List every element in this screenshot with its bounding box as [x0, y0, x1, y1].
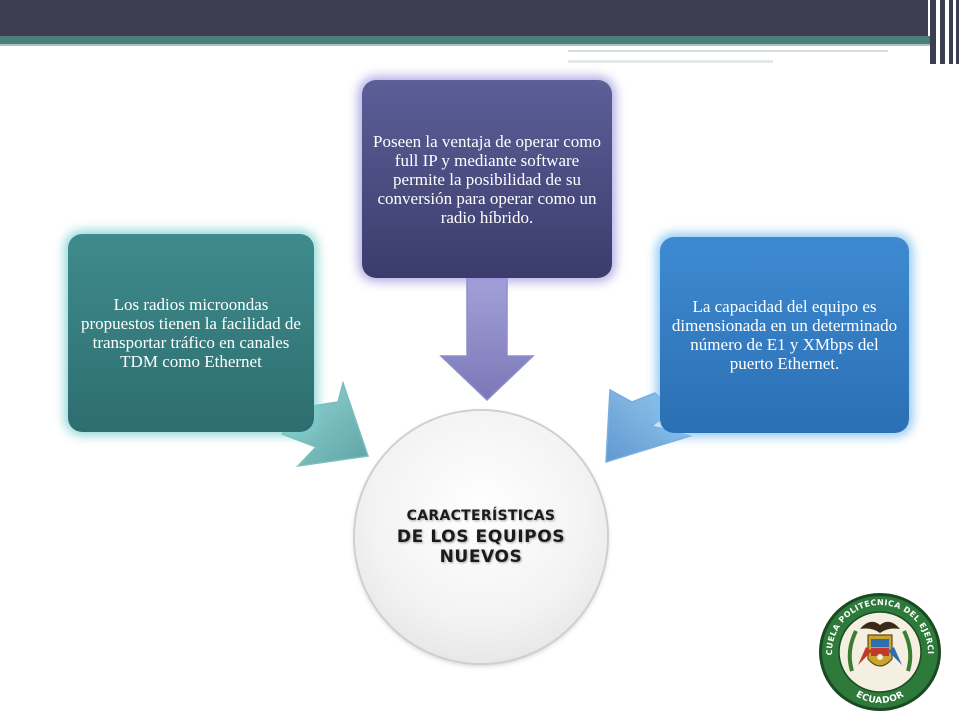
decorative-rule: [568, 50, 888, 52]
top-feature-text: Poseen la ventaja de operar como full IP…: [373, 131, 601, 227]
center-title-line3: NUEVOS: [439, 546, 523, 567]
top-feature-box: Poseen la ventaja de operar como full IP…: [362, 80, 612, 278]
institution-seal-icon: ESCUELA POLITECNICA DEL EJERCITO ECUADOR: [816, 591, 941, 711]
left-feature-text: Los radios microondas propuestos tienen …: [81, 295, 301, 371]
decorative-rule-short: [568, 60, 773, 63]
center-title-line1: CARACTERÍSTICAS: [406, 507, 556, 524]
right-feature-box: La capacidad del equipo es dimensionada …: [660, 237, 909, 433]
left-feature-box: Los radios microondas propuestos tienen …: [68, 234, 314, 432]
header-accent-stripe: [0, 36, 930, 44]
header-side-bars: [930, 0, 960, 64]
center-topic-circle: CARACTERÍSTICAS DE LOS EQUIPOS NUEVOS: [355, 411, 607, 663]
header-thin-stripe: [0, 44, 930, 46]
arrow-top-to-center: [439, 275, 535, 402]
arrow-left-to-center: [280, 380, 370, 468]
center-title-line2: DE LOS EQUIPOS: [396, 526, 566, 547]
right-feature-text: La capacidad del equipo es dimensionada …: [671, 297, 898, 373]
header-bar: [0, 0, 928, 36]
